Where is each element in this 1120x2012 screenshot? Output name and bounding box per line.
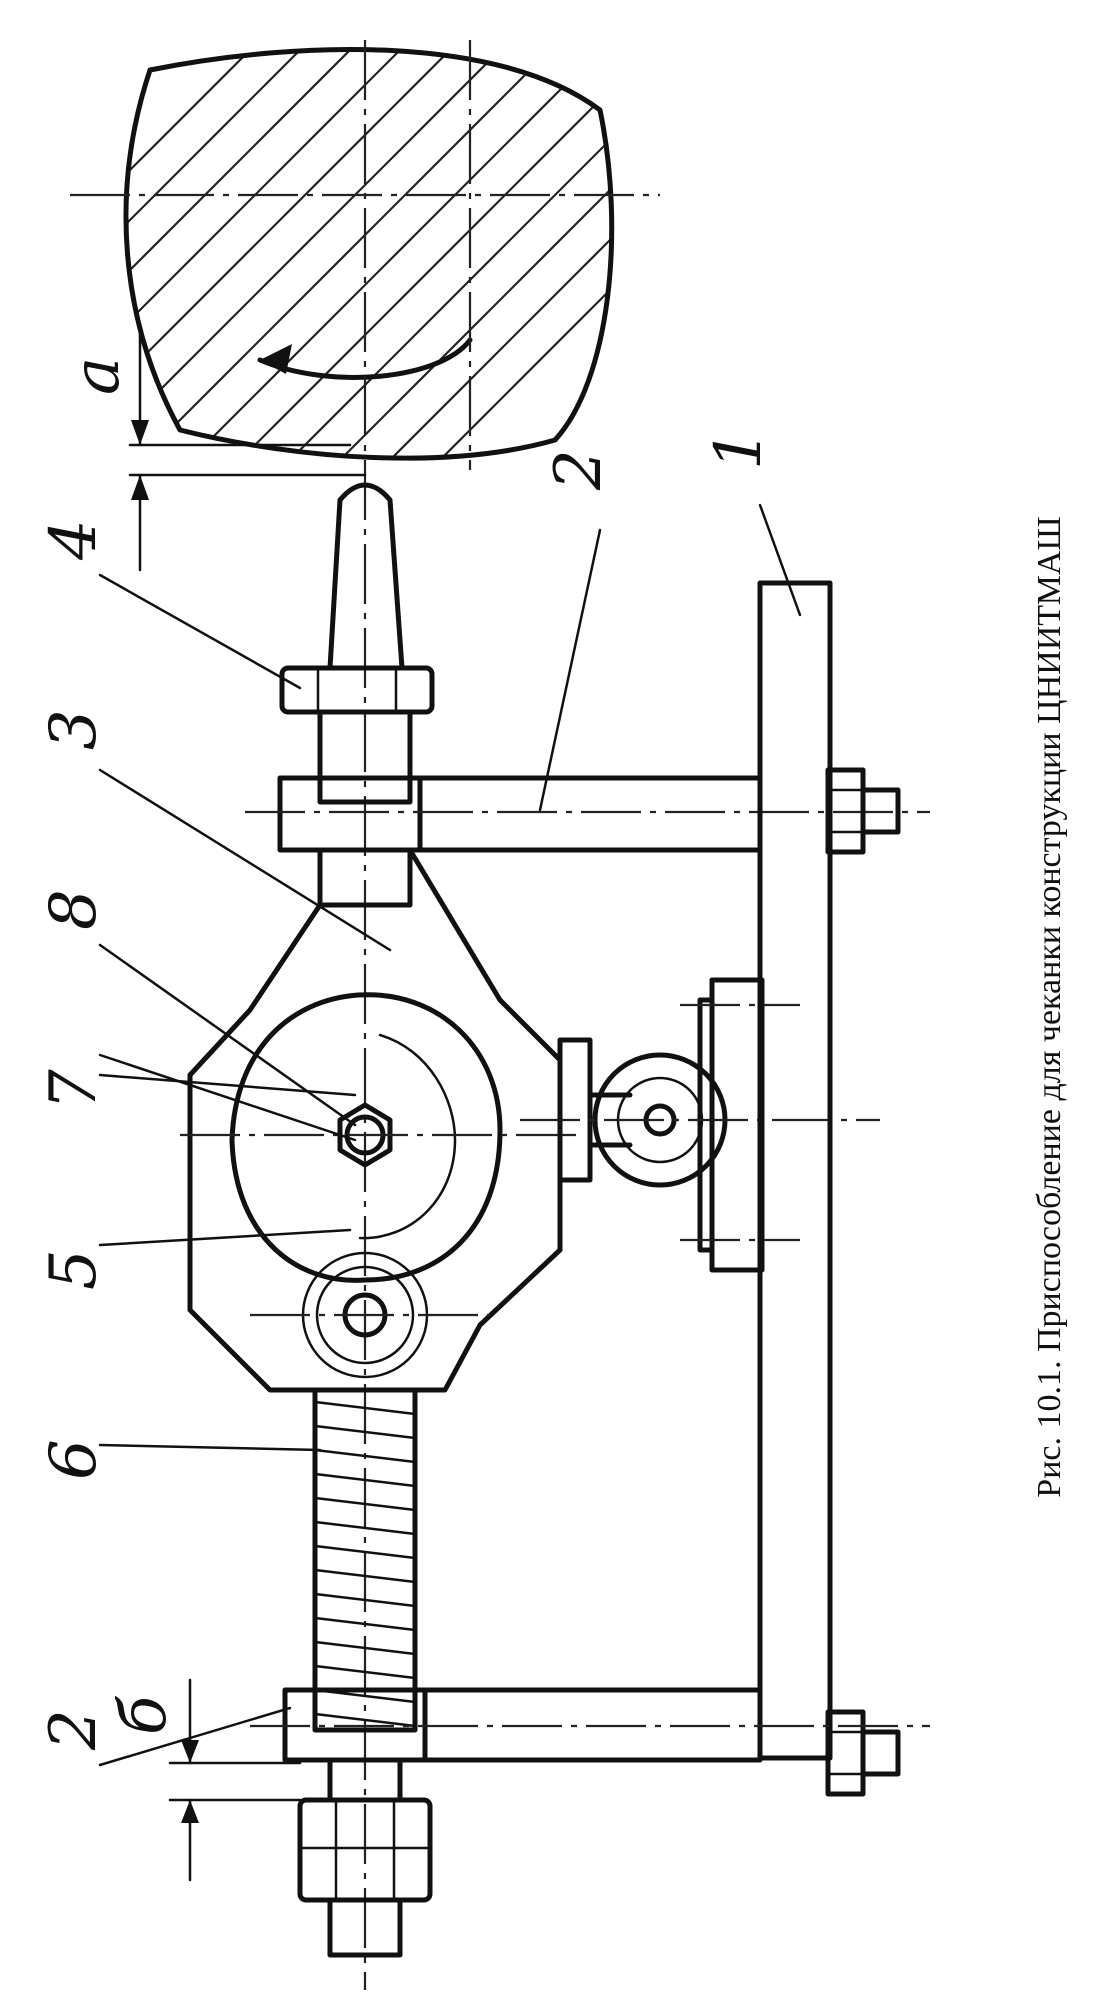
nut-4 <box>279 665 435 715</box>
label-stand-left-2: 2 <box>37 1709 111 1751</box>
label-dim-a: а <box>60 357 134 395</box>
shank <box>317 709 413 805</box>
bolt-upper <box>825 767 901 855</box>
adjusting-nuts <box>297 1757 433 1958</box>
cam-7 <box>229 992 503 1283</box>
label-cam-7: 7 <box>37 1069 111 1110</box>
rotation-arrow-icon <box>257 337 473 380</box>
dimension-a: а <box>60 328 367 572</box>
label-body-3: 3 <box>37 709 111 750</box>
body-3 <box>187 847 563 1393</box>
label-stand-right-2: 2 <box>542 449 616 491</box>
workpiece-hatching <box>126 49 612 459</box>
base-1 <box>757 580 833 1761</box>
label-dim-b: б <box>107 1695 181 1735</box>
dimension-b: б <box>107 1678 302 1882</box>
figure-caption: Рис. 10.1. Приспособление для чеканки ко… <box>1031 516 1068 1497</box>
leader-lines <box>98 503 802 1767</box>
workpiece <box>123 46 615 461</box>
bolt-lower <box>825 1709 901 1797</box>
label-axle-8: 8 <box>37 889 111 930</box>
label-spring-6: 6 <box>37 1439 111 1480</box>
label-roller-5: 5 <box>37 1249 111 1290</box>
spring-6 <box>312 1387 418 1733</box>
label-base-1: 1 <box>702 429 776 470</box>
label-nut-4: 4 <box>37 519 111 561</box>
bearing-support <box>520 977 880 1273</box>
